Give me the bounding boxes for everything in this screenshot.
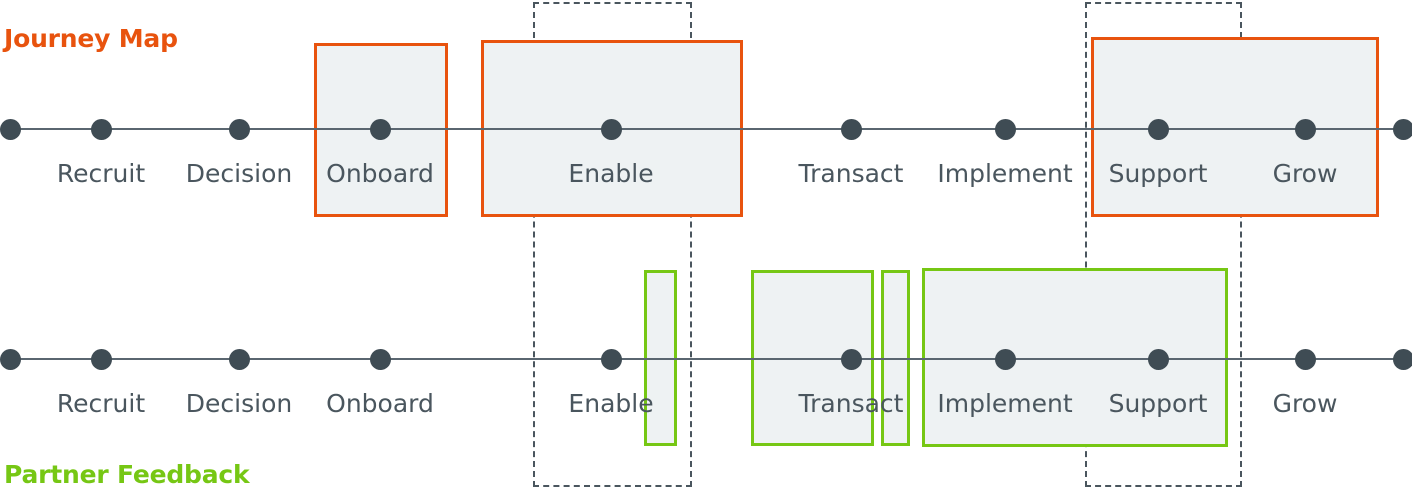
stage-label-decision: Decision bbox=[185, 159, 293, 188]
timeline-node[interactable] bbox=[1392, 348, 1412, 370]
timeline-node[interactable] bbox=[1147, 348, 1169, 370]
timeline-node[interactable] bbox=[1147, 118, 1169, 140]
stage-label-support: Support bbox=[1108, 159, 1208, 188]
timeline-node[interactable] bbox=[840, 118, 862, 140]
partner-feedback-title: Partner Feedback bbox=[4, 460, 250, 489]
stage-label-onboard: Onboard bbox=[326, 159, 434, 188]
stage-label-support: Support bbox=[1108, 389, 1208, 418]
stage-label-implement: Implement bbox=[937, 389, 1073, 418]
timeline-node[interactable] bbox=[369, 118, 391, 140]
journey-map-axis bbox=[10, 128, 1403, 130]
timeline-node[interactable] bbox=[228, 118, 250, 140]
support-grow-highlight[interactable] bbox=[1091, 37, 1379, 217]
timeline-node[interactable] bbox=[228, 348, 250, 370]
timeline-node[interactable] bbox=[1294, 348, 1316, 370]
timeline-node[interactable] bbox=[1294, 118, 1316, 140]
stage-label-transact: Transact bbox=[798, 159, 904, 188]
stage-label-grow: Grow bbox=[1272, 389, 1338, 418]
implement-support-highlight[interactable] bbox=[922, 268, 1228, 447]
stage-label-implement: Implement bbox=[937, 159, 1073, 188]
partner-feedback-axis bbox=[10, 358, 1403, 360]
timeline-node[interactable] bbox=[90, 118, 112, 140]
timeline-node[interactable] bbox=[840, 348, 862, 370]
stage-label-enable: Enable bbox=[568, 159, 654, 188]
timeline-node[interactable] bbox=[0, 118, 21, 140]
timeline-node[interactable] bbox=[994, 348, 1016, 370]
timeline-node[interactable] bbox=[0, 348, 21, 370]
stage-label-decision: Decision bbox=[185, 389, 293, 418]
stage-label-grow: Grow bbox=[1272, 159, 1338, 188]
journey-map-title: Journey Map bbox=[4, 24, 178, 53]
timeline-node[interactable] bbox=[90, 348, 112, 370]
stage-label-onboard: Onboard bbox=[326, 389, 434, 418]
timeline-node[interactable] bbox=[369, 348, 391, 370]
stage-label-recruit: Recruit bbox=[56, 389, 146, 418]
timeline-node[interactable] bbox=[994, 118, 1016, 140]
stage-label-enable: Enable bbox=[568, 389, 654, 418]
timeline-node[interactable] bbox=[600, 348, 622, 370]
stage-label-recruit: Recruit bbox=[56, 159, 146, 188]
timeline-node[interactable] bbox=[600, 118, 622, 140]
timeline-node[interactable] bbox=[1392, 118, 1412, 140]
stage-label-transact: Transact bbox=[798, 389, 904, 418]
